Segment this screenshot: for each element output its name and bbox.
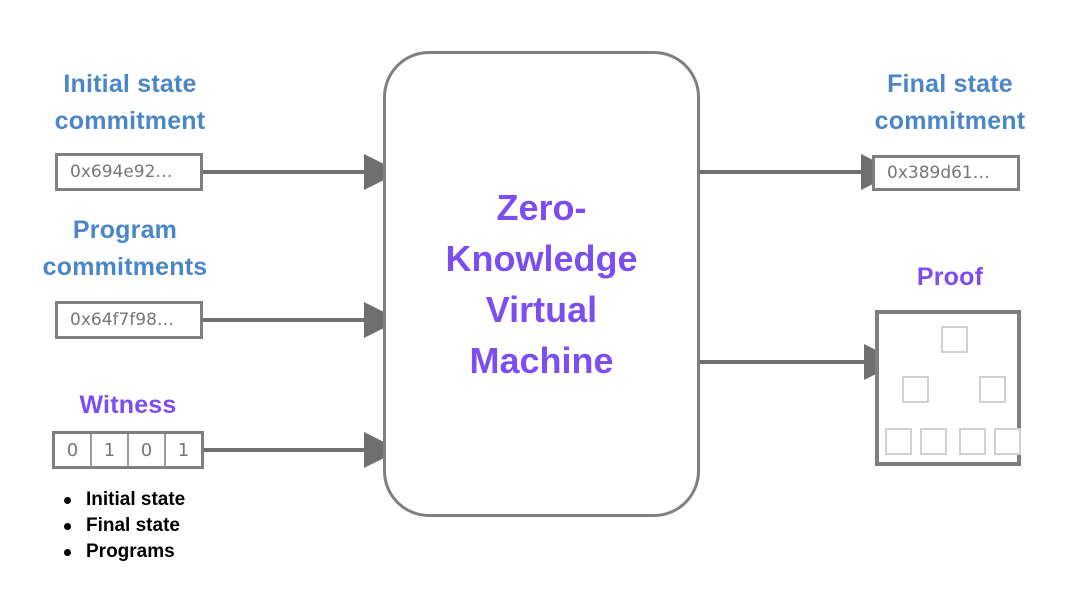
merkle-leaf-node [959, 428, 986, 455]
witness-bit-cell[interactable]: 0 [129, 434, 166, 466]
merkle-root-node [941, 326, 968, 353]
program-commitments-value[interactable]: 0x64f7f98… [55, 301, 203, 339]
merkle-leaf-node [920, 428, 947, 455]
witness-bit-cell[interactable]: 1 [92, 434, 129, 466]
list-item: Final state [52, 513, 332, 539]
merkle-leaf-node [994, 428, 1021, 455]
witness-bit-cell[interactable]: 0 [55, 434, 92, 466]
witness-bit-strip[interactable]: 0 1 0 1 [52, 431, 204, 469]
list-item: Programs [52, 539, 332, 565]
final-state-commitment-label: Final state commitment [874, 70, 1026, 135]
proof-label: Proof [916, 263, 984, 291]
witness-notes-list: Initial state Final state Programs [52, 487, 332, 565]
merkle-leaf-node [885, 428, 912, 455]
final-state-commitment-value[interactable]: 0x389d61… [872, 155, 1020, 191]
program-commitments-label: Program commitments [42, 216, 208, 281]
proof-merkle-tree-box[interactable] [875, 310, 1021, 466]
merkle-internal-node [902, 376, 929, 403]
initial-state-commitment-value[interactable]: 0x694e92… [55, 153, 203, 191]
initial-state-commitment-label: Initial state commitment [54, 70, 206, 135]
witness-bit-cell[interactable]: 1 [177, 439, 190, 461]
merkle-internal-node [979, 376, 1006, 403]
witness-label: Witness [79, 391, 177, 419]
zero-knowledge-virtual-machine-box[interactable]: Zero- Knowledge Virtual Machine [383, 51, 700, 517]
zero-knowledge-virtual-machine-label: Zero- Knowledge Virtual Machine [445, 187, 638, 381]
list-item: Initial state [52, 487, 332, 513]
